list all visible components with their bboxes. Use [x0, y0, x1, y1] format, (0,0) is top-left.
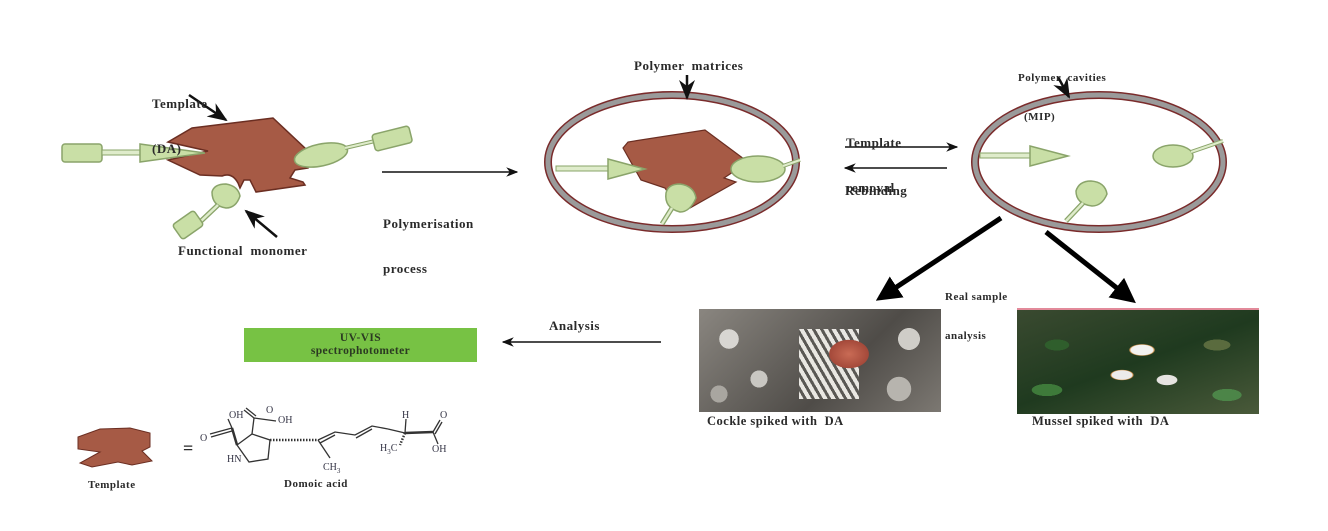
label-polymer-matrices: Polymer matrices — [634, 58, 744, 73]
label-template-removal: Template removal — [846, 135, 902, 195]
label-real-sample-analysis: Real sample analysis — [945, 291, 1008, 342]
caption-mussel: Mussel spiked with DA — [1032, 414, 1170, 428]
uv-vis-spectrophotometer-box: UV-VIS spectrophotometer — [244, 328, 477, 362]
label-domoic-acid: Domoic acid — [284, 478, 348, 490]
arrow-polymer-cavities — [1053, 76, 1071, 99]
template-with-monomers — [61, 93, 413, 240]
domoic-acid-structure — [209, 407, 443, 463]
atom-ch3: CH3 — [323, 462, 341, 475]
monomer-rect-right — [371, 125, 413, 152]
cockle-photo — [699, 309, 941, 412]
label-template-da: Template (DA) — [152, 96, 208, 156]
label-analysis: Analysis — [549, 318, 600, 333]
atom-h3c: H3C — [380, 443, 398, 456]
monomer-stick-left — [101, 149, 143, 156]
equals-sign: = — [183, 438, 194, 458]
arrow-to-mussel — [1044, 230, 1136, 304]
template-legend-shape — [77, 427, 154, 468]
atom-h: H — [402, 410, 410, 421]
monomer-triangle-left — [139, 143, 206, 163]
arrow-functional-monomer — [244, 209, 278, 238]
monomer-rect-left — [61, 143, 103, 163]
atom-o-1: O — [200, 433, 208, 444]
atom-oh-1: OH — [229, 410, 244, 421]
monomer-drop-bottom — [211, 183, 241, 209]
mip-cavity-ring — [971, 91, 1227, 233]
label-polymerisation-process: Polymerisation process — [383, 216, 474, 276]
atom-o-2: O — [266, 405, 274, 416]
atom-hn: HN — [227, 454, 242, 465]
atom-o-3: O — [440, 410, 448, 421]
label-functional-monomer: Functional monomer — [178, 243, 308, 258]
arrow-to-cockle — [875, 215, 1003, 301]
polymer-matrix-ring — [544, 91, 801, 233]
template-in-matrix — [622, 129, 750, 209]
atom-oh-2: OH — [278, 415, 293, 426]
template-shape — [165, 117, 309, 193]
label-polymer-cavities: Polymer cavities (MIP) — [1018, 72, 1107, 123]
monomer-rect-bottom — [172, 210, 204, 240]
caption-cockle: Cockle spiked with DA — [707, 414, 844, 428]
label-rebinding: Rebinding — [845, 183, 908, 198]
mussel-photo — [1017, 308, 1259, 414]
atom-oh-3: OH — [432, 444, 447, 455]
label-template-legend: Template — [88, 479, 136, 491]
arrow-template-label — [188, 93, 228, 122]
